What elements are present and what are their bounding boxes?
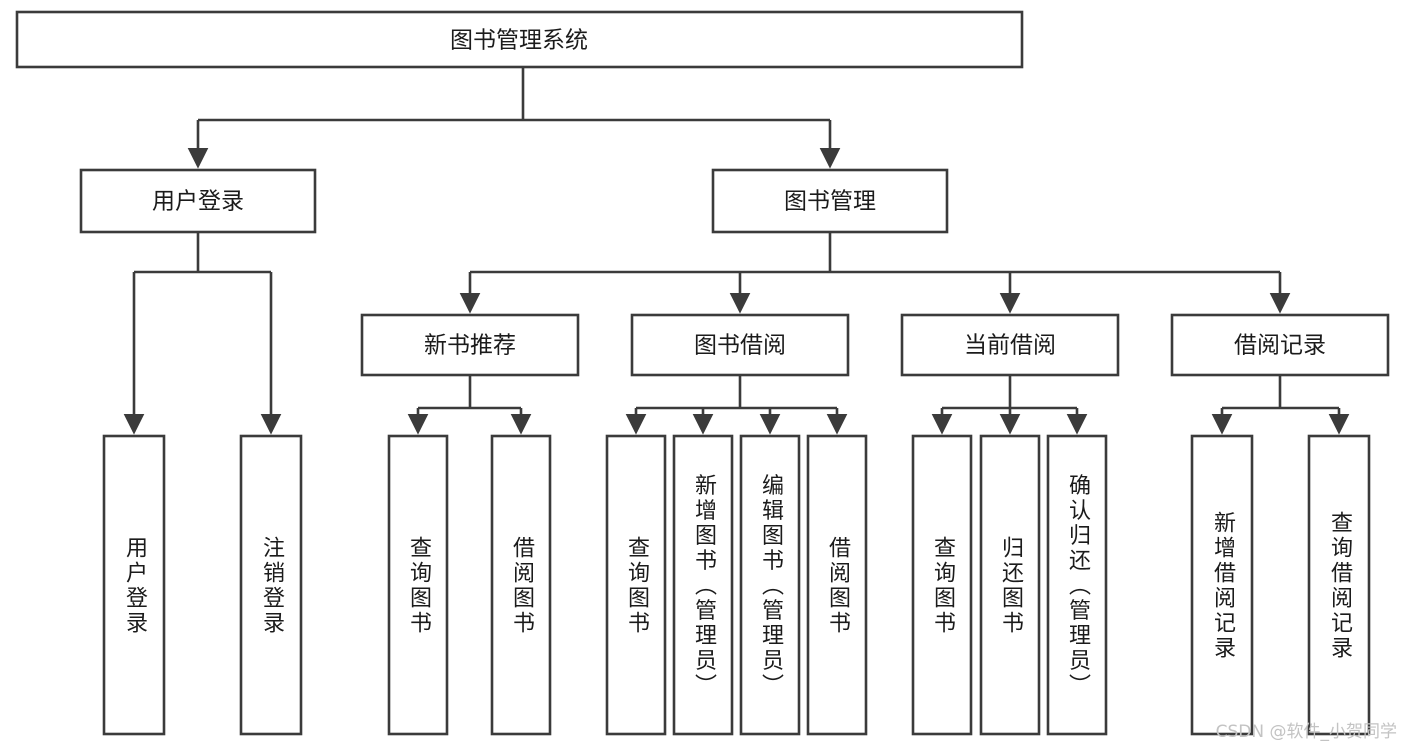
node-book-manage-label: 图书管理 [784, 189, 876, 215]
node-borrow-record-label: 借阅记录 [1234, 333, 1326, 359]
node-book-borrow[interactable]: 图书借阅 [630, 313, 850, 377]
leaf-return-book-label: 归还图书 [998, 536, 1024, 636]
node-book-manage[interactable]: 图书管理 [711, 168, 949, 234]
node-borrow-record-box[interactable] [1170, 313, 1390, 377]
leaf-add-book-box[interactable] [672, 434, 734, 736]
leaf-user-login-box[interactable] [102, 434, 166, 736]
leaf-borrow-book-2-label: 借阅图书 [825, 536, 851, 636]
leaf-user-logout-label: 注销登录 [259, 536, 285, 636]
node-book-manage-box[interactable] [711, 168, 949, 234]
node-new-book-recommend-label: 新书推荐 [424, 333, 516, 359]
leaf-edit-book-box[interactable] [739, 434, 801, 736]
leaf-add-book-label: 新增图书（管理员） [691, 474, 717, 699]
node-root-box[interactable] [15, 10, 1024, 69]
leaf-query-record-box[interactable] [1307, 434, 1371, 736]
node-root-label: 图书管理系统 [450, 28, 588, 54]
csdn-watermark: CSDN @软件_小贺同学 [1215, 722, 1397, 742]
leaf-borrow-book-2-box[interactable] [806, 434, 868, 736]
node-current-borrow[interactable]: 当前借阅 [900, 313, 1120, 377]
leaf-node-borrow-book-1[interactable]: 借阅图书 [490, 434, 552, 736]
leaf-node-return-book[interactable]: 归还图书 [979, 434, 1041, 736]
node-book-borrow-label: 图书借阅 [694, 333, 786, 359]
leaf-query-book-1-label: 查询图书 [406, 536, 432, 636]
leaf-node-query-book-2[interactable]: 查询图书 [605, 434, 667, 736]
node-user-login[interactable]: 用户登录 [79, 168, 317, 234]
edge-layer [123, 67, 1350, 435]
leaf-query-book-3-label: 查询图书 [930, 536, 956, 636]
leaf-node-borrow-book-2[interactable]: 借阅图书 [806, 434, 868, 736]
leaf-return-book-box[interactable] [979, 434, 1041, 736]
leaf-query-book-2-box[interactable] [605, 434, 667, 736]
leaf-query-book-1-box[interactable] [387, 434, 449, 736]
leaf-borrow-book-1-box[interactable] [490, 434, 552, 736]
leaf-borrow-book-1-label: 借阅图书 [509, 536, 535, 636]
leaf-node-add-record[interactable]: 新增借阅记录 [1190, 434, 1254, 736]
leaf-add-record-box[interactable] [1190, 434, 1254, 736]
node-user-login-label: 用户登录 [152, 189, 244, 215]
leaf-user-logout-box[interactable] [239, 434, 303, 736]
leaf-confirm-return-box[interactable] [1046, 434, 1108, 736]
node-new-book-recommend-box[interactable] [360, 313, 580, 377]
node-borrow-record[interactable]: 借阅记录 [1170, 313, 1390, 377]
leaf-user-login-label: 用户登录 [122, 536, 148, 636]
node-user-login-box[interactable] [79, 168, 317, 234]
leaf-query-record-label: 查询借阅记录 [1327, 511, 1353, 661]
leaf-node-confirm-return[interactable]: 确认归还（管理员） [1046, 434, 1108, 736]
leaf-query-book-2-label: 查询图书 [624, 536, 650, 636]
leaf-confirm-return-label: 确认归还（管理员） [1065, 474, 1091, 699]
node-current-borrow-box[interactable] [900, 313, 1120, 377]
leaf-edit-book-label: 编辑图书（管理员） [758, 474, 784, 699]
node-root[interactable]: 图书管理系统 [15, 10, 1024, 69]
leaf-node-query-book-3[interactable]: 查询图书 [911, 434, 973, 736]
leaf-query-book-3-box[interactable] [911, 434, 973, 736]
leaf-node-query-book-1[interactable]: 查询图书 [387, 434, 449, 736]
node-current-borrow-label: 当前借阅 [964, 333, 1056, 359]
leaf-add-record-label: 新增借阅记录 [1210, 511, 1236, 661]
leaf-node-query-record[interactable]: 查询借阅记录 [1307, 434, 1371, 736]
leaf-node-edit-book[interactable]: 编辑图书（管理员） [739, 434, 801, 736]
leaf-node-user-login[interactable]: 用户登录 [102, 434, 166, 736]
leaf-node-user-logout[interactable]: 注销登录 [239, 434, 303, 736]
leaf-node-add-book[interactable]: 新增图书（管理员） [672, 434, 734, 736]
node-new-book-recommend[interactable]: 新书推荐 [360, 313, 580, 377]
node-book-borrow-box[interactable] [630, 313, 850, 377]
